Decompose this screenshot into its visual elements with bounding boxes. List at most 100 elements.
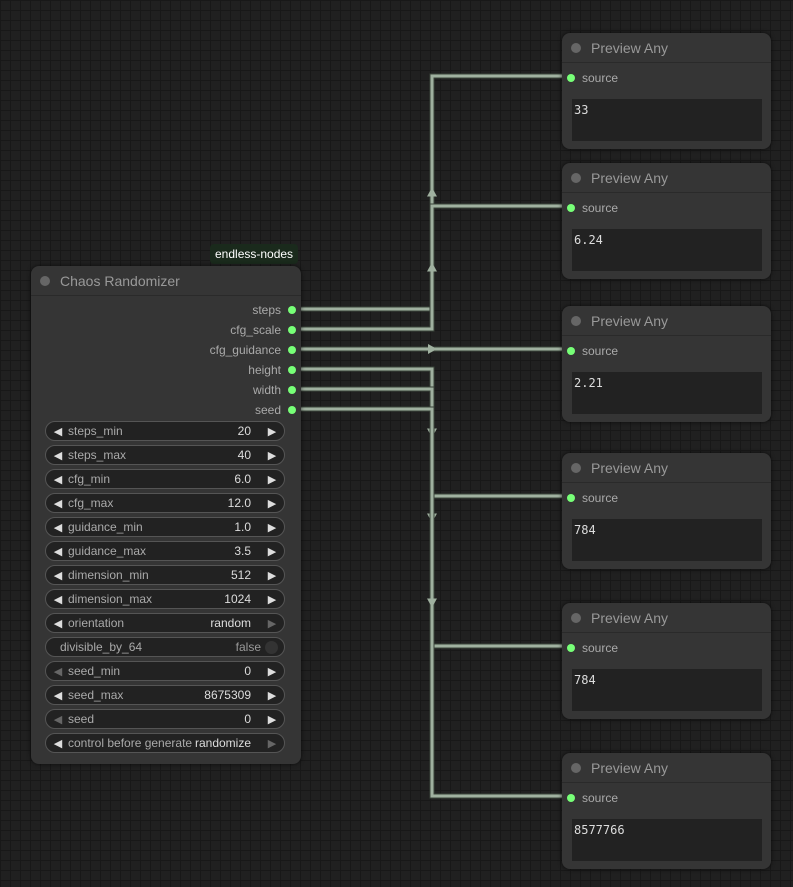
collapse-dot-icon[interactable] bbox=[571, 315, 581, 326]
output-dot-icon[interactable] bbox=[288, 386, 296, 394]
widget-value: 1.0 bbox=[234, 520, 251, 534]
increment-arrow-icon[interactable]: ▶ bbox=[267, 593, 277, 606]
output-slot-steps[interactable]: steps bbox=[252, 303, 296, 317]
increment-arrow-icon[interactable]: ▶ bbox=[267, 617, 277, 630]
widget-cfg_max[interactable]: ◀ cfg_max 12.0 ▶ bbox=[45, 493, 285, 513]
input-dot-icon[interactable] bbox=[567, 794, 575, 802]
preview-any-node[interactable]: Preview Any source 33 bbox=[562, 33, 771, 149]
increment-arrow-icon[interactable]: ▶ bbox=[267, 569, 277, 582]
preview-any-node[interactable]: Preview Any source 6.24 bbox=[562, 163, 771, 279]
preview-textarea[interactable]: 8577766 bbox=[572, 819, 762, 861]
decrement-arrow-icon[interactable]: ◀ bbox=[53, 449, 63, 462]
link-arrow-icon bbox=[427, 262, 437, 272]
decrement-arrow-icon[interactable]: ◀ bbox=[53, 617, 63, 630]
decrement-arrow-icon[interactable]: ◀ bbox=[53, 497, 63, 510]
decrement-arrow-icon[interactable]: ◀ bbox=[53, 425, 63, 438]
decrement-arrow-icon[interactable]: ◀ bbox=[53, 737, 63, 750]
node-title-bar[interactable]: Preview Any bbox=[562, 306, 771, 336]
output-slot-width[interactable]: width bbox=[253, 383, 296, 397]
collapse-dot-icon[interactable] bbox=[571, 462, 581, 473]
increment-arrow-icon[interactable]: ▶ bbox=[267, 425, 277, 438]
input-slot-source[interactable]: source bbox=[567, 791, 618, 805]
decrement-arrow-icon[interactable]: ◀ bbox=[53, 665, 63, 678]
input-slot-source[interactable]: source bbox=[567, 641, 618, 655]
preview-textarea[interactable]: 6.24 bbox=[572, 229, 762, 271]
increment-arrow-icon[interactable]: ▶ bbox=[267, 689, 277, 702]
node-title-bar[interactable]: Chaos Randomizer bbox=[31, 266, 301, 296]
widget-value: randomize bbox=[194, 736, 251, 750]
output-dot-icon[interactable] bbox=[288, 306, 296, 314]
increment-arrow-icon[interactable]: ▶ bbox=[267, 473, 277, 486]
decrement-arrow-icon[interactable]: ◀ bbox=[53, 569, 63, 582]
preview-textarea[interactable]: 33 bbox=[572, 99, 762, 141]
input-dot-icon[interactable] bbox=[567, 644, 575, 652]
increment-arrow-icon[interactable]: ▶ bbox=[267, 521, 277, 534]
input-dot-icon[interactable] bbox=[567, 494, 575, 502]
increment-arrow-icon[interactable]: ▶ bbox=[267, 497, 277, 510]
preview-any-node[interactable]: Preview Any source 784 bbox=[562, 453, 771, 569]
preview-any-node[interactable]: Preview Any source 784 bbox=[562, 603, 771, 719]
increment-arrow-icon[interactable]: ▶ bbox=[267, 449, 277, 462]
output-slot-seed[interactable]: seed bbox=[255, 403, 296, 417]
preview-textarea[interactable]: 2.21 bbox=[572, 372, 762, 414]
collapse-dot-icon[interactable] bbox=[571, 612, 581, 623]
increment-arrow-icon[interactable]: ▶ bbox=[267, 545, 277, 558]
widget-value: 12.0 bbox=[227, 496, 251, 510]
increment-arrow-icon[interactable]: ▶ bbox=[267, 737, 277, 750]
collapse-dot-icon[interactable] bbox=[571, 42, 581, 53]
decrement-arrow-icon[interactable]: ◀ bbox=[53, 689, 63, 702]
decrement-arrow-icon[interactable]: ◀ bbox=[53, 473, 63, 486]
collapse-dot-icon[interactable] bbox=[571, 172, 581, 183]
decrement-arrow-icon[interactable]: ◀ bbox=[53, 521, 63, 534]
preview-textarea[interactable]: 784 bbox=[572, 669, 762, 711]
output-slot-cfg_guidance[interactable]: cfg_guidance bbox=[210, 343, 296, 357]
preview-any-node[interactable]: Preview Any source 8577766 bbox=[562, 753, 771, 869]
node-title-bar[interactable]: Preview Any bbox=[562, 453, 771, 483]
input-dot-icon[interactable] bbox=[567, 74, 575, 82]
increment-arrow-icon[interactable]: ▶ bbox=[267, 665, 277, 678]
toggle-icon[interactable] bbox=[265, 640, 278, 654]
preview-textarea[interactable]: 784 bbox=[572, 519, 762, 561]
input-slot-source[interactable]: source bbox=[567, 491, 618, 505]
node-title-bar[interactable]: Preview Any bbox=[562, 603, 771, 633]
input-dot-icon[interactable] bbox=[567, 204, 575, 212]
chaos-randomizer-node[interactable]: Chaos Randomizer steps cfg_scale cfg_guida… bbox=[31, 266, 301, 764]
widget-label: steps_max bbox=[68, 448, 127, 462]
decrement-arrow-icon[interactable]: ◀ bbox=[53, 713, 63, 726]
input-slot-source[interactable]: source bbox=[567, 71, 618, 85]
decrement-arrow-icon[interactable]: ◀ bbox=[53, 593, 63, 606]
decrement-arrow-icon[interactable]: ◀ bbox=[53, 545, 63, 558]
input-slot-source[interactable]: source bbox=[567, 201, 618, 215]
output-dot-icon[interactable] bbox=[288, 366, 296, 374]
input-slot-source[interactable]: source bbox=[567, 344, 618, 358]
output-dot-icon[interactable] bbox=[288, 406, 296, 414]
node-title: Preview Any bbox=[591, 609, 669, 626]
input-dot-icon[interactable] bbox=[567, 347, 575, 355]
collapse-dot-icon[interactable] bbox=[571, 762, 581, 773]
node-title-bar[interactable]: Preview Any bbox=[562, 163, 771, 193]
widget-value: random bbox=[210, 616, 251, 630]
node-title-bar[interactable]: Preview Any bbox=[562, 33, 771, 63]
output-slot-height[interactable]: height bbox=[248, 363, 296, 377]
node-title-bar[interactable]: Preview Any bbox=[562, 753, 771, 783]
output-dot-icon[interactable] bbox=[288, 326, 296, 334]
collapse-dot-icon[interactable] bbox=[40, 275, 50, 286]
output-dot-icon[interactable] bbox=[288, 346, 296, 354]
increment-arrow-icon[interactable]: ▶ bbox=[267, 713, 277, 726]
preview-any-node[interactable]: Preview Any source 2.21 bbox=[562, 306, 771, 422]
widget-label: cfg_max bbox=[68, 496, 114, 510]
output-slot-cfg_scale[interactable]: cfg_scale bbox=[230, 323, 296, 337]
